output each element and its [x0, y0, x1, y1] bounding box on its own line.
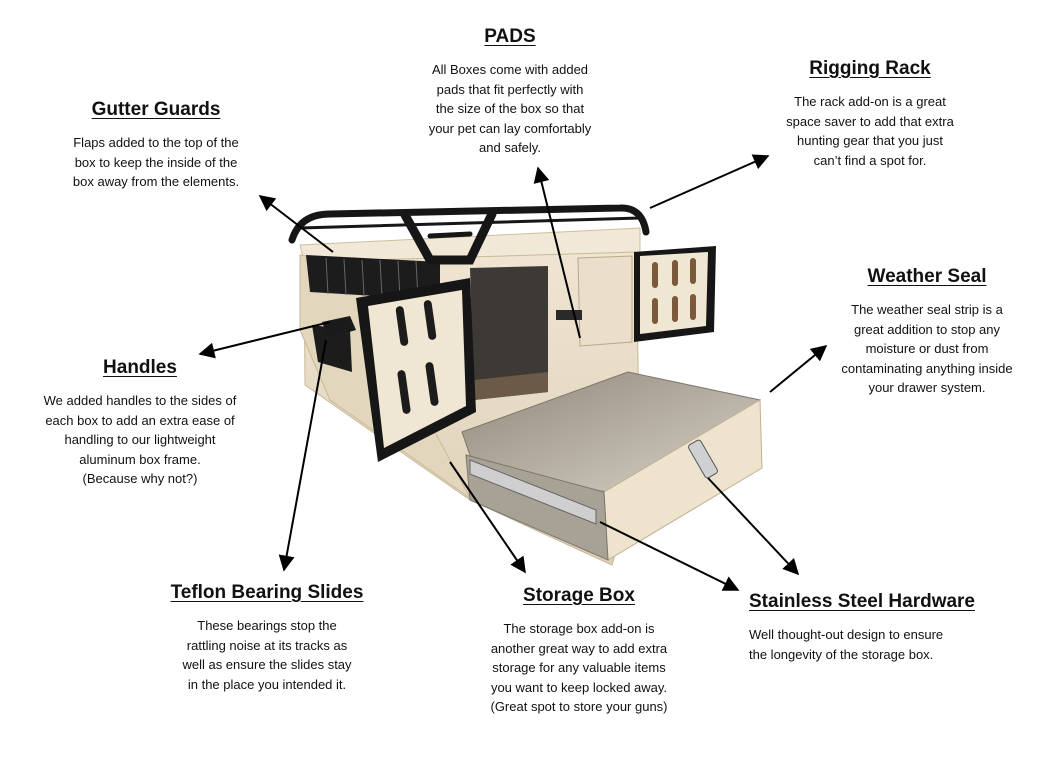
stainless-handle: [688, 439, 718, 479]
stainless-hardware-title: Stainless Steel Hardware: [749, 591, 975, 612]
pads-title: PADS: [484, 26, 536, 47]
teflon-slide: [469, 459, 597, 525]
callout-weather-seal: Weather Seal The weather seal strip is a…: [822, 266, 1032, 398]
weather-seal-description: The weather seal strip is a great additi…: [841, 302, 1013, 395]
storage-box-title: Storage Box: [523, 585, 635, 606]
gutter-guards-description: Flaps added to the top of the box to kee…: [72, 135, 240, 189]
teflon-slides-description: These bearings stop the rattling noise a…: [182, 618, 352, 692]
rigging-rack-title: Rigging Rack: [809, 58, 931, 79]
callout-rigging-rack: Rigging Rack The rack add-on is a great …: [770, 58, 970, 170]
door-latch: [556, 310, 582, 320]
storage-box-description: The storage box add-on is another great …: [490, 621, 668, 714]
rigging-rack-description: The rack add-on is a great space saver t…: [786, 94, 954, 168]
side-handle: [322, 316, 356, 338]
callout-teflon-bearing-slides: Teflon Bearing Slides These bearings sto…: [162, 582, 372, 694]
gutter-guard-flaps: [306, 255, 440, 372]
right-compartment: [577, 255, 633, 347]
teflon-slides-title: Teflon Bearing Slides: [170, 582, 364, 603]
handles-title: Handles: [103, 357, 177, 378]
pads-description: All Boxes come with added pads that fit …: [428, 62, 592, 155]
weather-seal-title: Weather Seal: [867, 266, 987, 287]
callout-gutter-guards: Gutter Guards Flaps added to the top of …: [56, 99, 256, 192]
gutter-guards-title: Gutter Guards: [91, 99, 221, 120]
callout-storage-box: Storage Box The storage box add-on is an…: [470, 585, 688, 717]
callout-handles: Handles We added handles to the sides of…: [30, 357, 250, 489]
left-compartment: [470, 266, 548, 400]
handles-description: We added handles to the sides of each bo…: [43, 393, 237, 486]
callout-arrows: [198, 154, 828, 591]
callout-pads: PADS All Boxes come with added pads that…: [400, 26, 620, 158]
stainless-hardware-description: Well thought-out design to ensure the lo…: [749, 627, 944, 662]
callout-stainless-steel-hardware: Stainless Steel Hardware Well thought-ou…: [749, 591, 989, 664]
